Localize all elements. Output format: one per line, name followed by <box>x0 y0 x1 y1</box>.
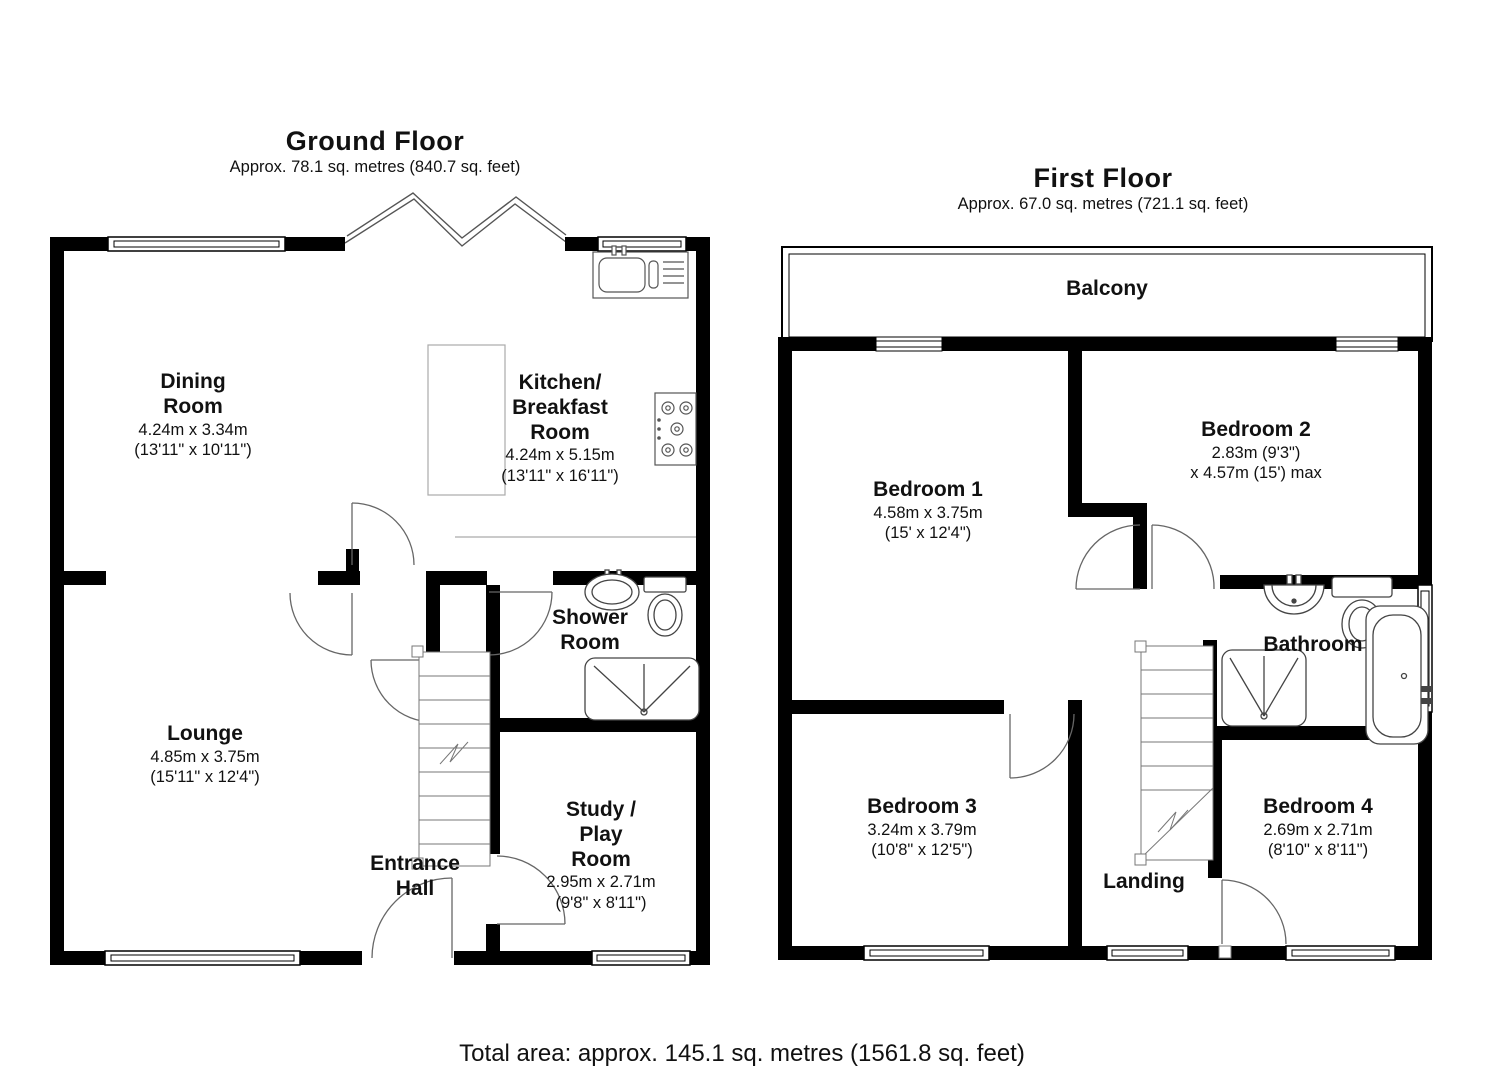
room-dim-line: 4.24m x 5.15m <box>505 446 615 465</box>
hob-icon <box>654 392 697 466</box>
room-name-line: Balcony <box>1066 277 1148 300</box>
room-dim-line: 2.83m (9'3") <box>1211 443 1301 462</box>
room-name-line: Landing <box>1103 870 1185 893</box>
room-dim-line: (15' x 12'4") <box>884 524 972 543</box>
ground-floor-plan <box>50 192 710 966</box>
lounge-window-icon <box>104 950 301 966</box>
kitchen-island-counter <box>427 344 696 538</box>
room-name-line: Shower <box>552 606 628 629</box>
bedroom4-door-icon <box>1221 879 1287 945</box>
room-name-line: Dining <box>160 370 226 393</box>
room-dim-line: 4.58m x 3.75m <box>873 503 983 522</box>
bathroom-shower-tray-icon <box>1221 649 1307 727</box>
shower-room-label: Shower Room <box>552 606 628 656</box>
bedroom-3-label: Bedroom 3 3.24m x 3.79m (10'8" x 12'5") <box>867 795 977 861</box>
bedroom3-window-icon <box>863 945 990 961</box>
wall-break-zigzag <box>344 192 567 247</box>
total-area-text: Total area: approx. 145.1 sq. metres (15… <box>459 1040 1025 1067</box>
bathroom-sink-icon <box>1263 574 1325 615</box>
room-name-line: Breakfast <box>512 395 608 419</box>
ground-floor-door-openings <box>362 571 553 965</box>
first-floor-title: First Floor <box>1033 163 1173 193</box>
first-floor-stairs-icon <box>1134 640 1214 866</box>
room-dim-line: (13'11" x 10'11") <box>134 441 252 460</box>
room-dim-line: 3.24m x 3.79m <box>867 820 977 839</box>
study-door-icon <box>496 855 566 925</box>
room-name-line: Entrance <box>370 852 460 875</box>
bathroom-fixtures <box>1221 574 1432 745</box>
room-name-line: Lounge <box>167 722 243 745</box>
room-name-line: Bedroom 2 <box>1201 418 1311 441</box>
room-name-line: Room <box>571 847 631 871</box>
ground-stairs-icon <box>411 645 491 870</box>
bedroom-4-label: Bedroom 4 2.69m x 2.71m (8'10" x 8'11") <box>1263 795 1373 861</box>
bedroom3-door-icon <box>1009 713 1075 779</box>
first-floor-subtitle: Approx. 67.0 sq. metres (721.1 sq. feet) <box>957 195 1249 213</box>
bathroom-door-icon <box>1151 524 1215 590</box>
bedroom4-window-icon <box>1285 945 1396 961</box>
study-window-icon <box>591 950 691 966</box>
bedroom1-door-icon <box>1075 524 1141 590</box>
shower-sink-icon <box>584 569 640 611</box>
first-floor-plan <box>778 246 1433 961</box>
shower-door-icon <box>488 591 553 656</box>
lounge-double-door-icon <box>289 502 415 656</box>
kitchen-breakfast-room-label: Kitchen/ Breakfast Room 4.24m x 5.15m (1… <box>501 371 618 487</box>
room-name-line: Bathroom <box>1263 633 1363 656</box>
bathroom-label: Bathroom <box>1263 633 1362 658</box>
room-dim-line: 2.69m x 2.71m <box>1263 820 1373 839</box>
room-name-line: Bedroom 1 <box>873 478 983 501</box>
ground-floor-subtitle: Approx. 78.1 sq. metres (840.7 sq. feet) <box>229 158 521 176</box>
ground-floor-windows <box>104 236 691 966</box>
study-play-room-label: Study / Play Room 2.95m x 2.71m (9'8" x … <box>546 798 655 914</box>
room-name-line: Room <box>163 394 223 418</box>
landing-window-icon <box>1106 945 1189 961</box>
dining-window-icon <box>107 236 286 252</box>
room-name-line: Play <box>579 822 623 846</box>
bedroom-1-label: Bedroom 1 4.58m x 3.75m (15' x 12'4") <box>873 478 983 544</box>
balcony-outline <box>781 246 1433 342</box>
room-name-line: Kitchen/ <box>518 371 602 394</box>
shower-toilet-icon <box>643 576 687 637</box>
room-name-line: Bedroom 4 <box>1263 795 1373 818</box>
ground-floor-doors <box>289 502 566 959</box>
front-door-icon <box>371 877 453 959</box>
kitchen-window-icon <box>597 236 687 252</box>
first-floor-doors <box>1009 524 1287 959</box>
room-name-line: Bedroom 3 <box>867 795 977 818</box>
room-name-line: Room <box>560 630 620 654</box>
bathtub-icon <box>1365 605 1432 745</box>
room-dim-line: 4.85m x 3.75m <box>150 747 260 766</box>
room-dim-line: (10'8" x 12'5") <box>871 841 973 860</box>
shower-room-fixtures <box>584 569 700 721</box>
balcony-label: Balcony <box>1066 277 1148 302</box>
room-dim-line: (13'11" x 16'11") <box>501 466 619 485</box>
lounge-label: Lounge 4.85m x 3.75m (15'11" x 12'4") <box>150 722 259 788</box>
bedroom-2-label: Bedroom 2 2.83m (9'3") x 4.57m (15') max <box>1190 418 1322 484</box>
landing-label: Landing <box>1103 870 1185 895</box>
entrance-hall-label: Entrance Hall <box>370 852 460 902</box>
room-dim-line: 2.95m x 2.71m <box>546 873 656 892</box>
kitchen-fixtures <box>427 245 697 538</box>
room-dim-line: (9'8" x 8'11") <box>555 893 647 912</box>
room-name-line: Room <box>530 420 590 444</box>
room-dim-line: 4.24m x 3.34m <box>138 420 248 439</box>
room-name-line: Study / <box>565 798 637 821</box>
room-dim-line: x 4.57m (15') max <box>1190 464 1322 483</box>
room-dim-line: (15'11" x 12'4") <box>150 768 260 787</box>
balcony-door-openings <box>875 336 1399 352</box>
shower-tray-icon <box>584 657 700 721</box>
kitchen-sink-icon <box>592 245 689 299</box>
dining-room-label: Dining Room 4.24m x 3.34m (13'11" x 10'1… <box>134 370 251 461</box>
ground-floor-title: Ground Floor <box>285 126 465 156</box>
room-dim-line: (8'10" x 8'11") <box>1267 841 1369 860</box>
room-name-line: Hall <box>395 876 435 900</box>
